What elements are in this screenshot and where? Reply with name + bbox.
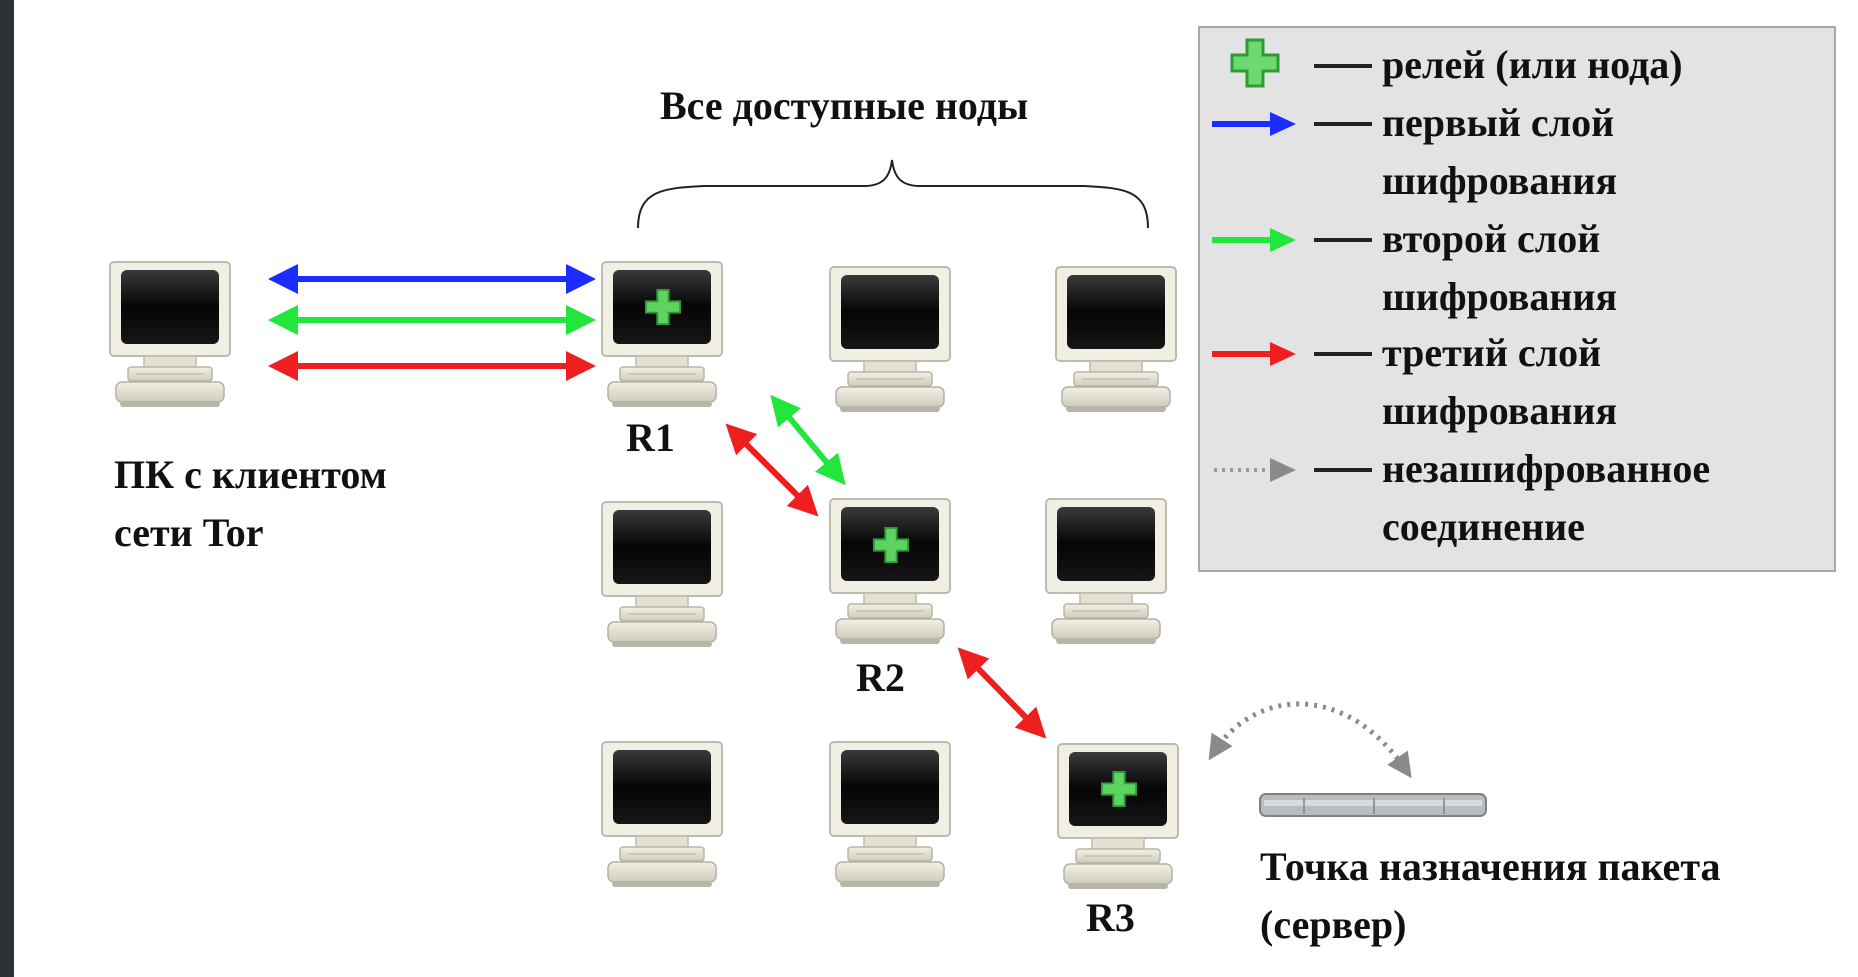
- legend-icons: [1212, 38, 1296, 482]
- legend-dash: [1314, 122, 1372, 126]
- legend-layer2-line1: второй слой: [1382, 216, 1601, 261]
- node-computer: [829, 266, 951, 413]
- blue-arrow-icon: [1212, 112, 1296, 136]
- red-arrow-icon: [1212, 342, 1296, 366]
- node-computer: [601, 741, 723, 888]
- relay-computer-r3: [1057, 743, 1179, 890]
- relay-computer-r1: [601, 261, 723, 408]
- legend-dash: [1314, 64, 1372, 68]
- legend-layer1-line2: шифрования: [1382, 158, 1618, 203]
- legend-layer3-line1: третий слой: [1382, 330, 1602, 375]
- r1-r2-green-arrow: [770, 394, 846, 486]
- legend-layer1-line1: первый слой: [1382, 100, 1615, 145]
- client-computer: [109, 261, 231, 408]
- legend-dash: [1314, 238, 1372, 242]
- relay-label-r1: R1: [626, 415, 675, 460]
- destination-label-line2: (сервер): [1260, 902, 1407, 947]
- client-label-line2: сети Tor: [114, 510, 264, 555]
- legend-dash: [1314, 352, 1372, 356]
- diagram-graphics: [109, 159, 1487, 890]
- legend-relay-label: релей (или нода): [1382, 42, 1683, 87]
- relay-cross-icon: [1230, 38, 1280, 88]
- diagram-title: Все доступные ноды: [660, 83, 1029, 128]
- r2-r3-red-arrow: [957, 647, 1047, 739]
- client-label-line1: ПК с клиентом: [114, 452, 387, 497]
- node-computer: [1055, 266, 1177, 413]
- legend-dash: [1314, 468, 1372, 472]
- r3-server-dotted-arrow: [1208, 701, 1412, 779]
- legend-layer3-line2: шифрования: [1382, 388, 1618, 433]
- diagram-canvas: Все доступные ноды: [14, 0, 1858, 977]
- r1-r2-red-arrow: [725, 423, 819, 517]
- green-arrow-icon: [1212, 228, 1296, 252]
- legend: релей (или нода) первый слой шифрования …: [1198, 26, 1836, 572]
- node-computer: [1045, 498, 1167, 645]
- legend-unencrypted-line2: соединение: [1382, 504, 1585, 549]
- relay-label-r2: R2: [856, 655, 905, 700]
- legend-unencrypted-line1: незашифрованное: [1382, 446, 1711, 491]
- server-icon: [1259, 793, 1487, 817]
- relay-computer-r2: [829, 498, 951, 645]
- legend-layer2-line2: шифрования: [1382, 274, 1618, 319]
- relay-label-r3: R3: [1086, 895, 1135, 940]
- destination-label-line1: Точка назначения пакета: [1260, 844, 1721, 889]
- dotted-arrow-icon: [1214, 458, 1296, 482]
- node-computer: [829, 741, 951, 888]
- node-computer: [601, 501, 723, 648]
- nodes-brace: [637, 159, 1149, 229]
